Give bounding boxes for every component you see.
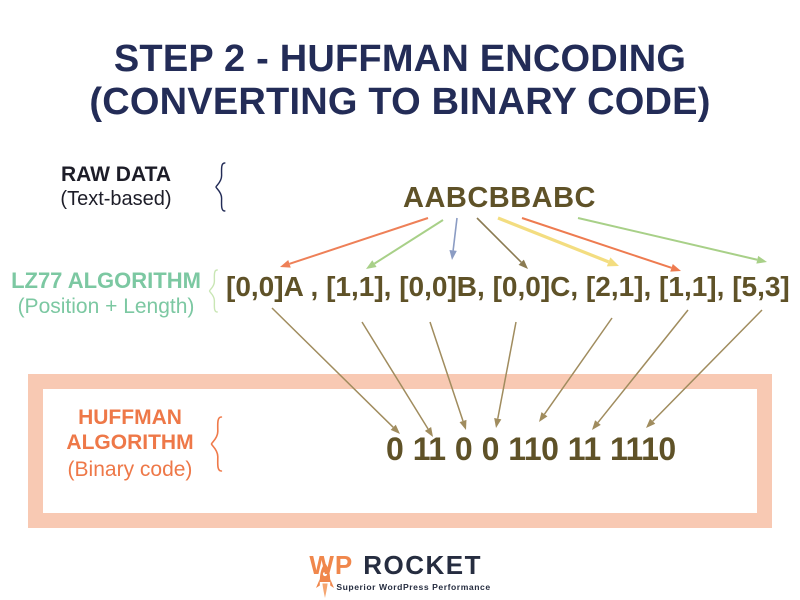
huffman-label-line2: ALGORITHM: [66, 430, 194, 454]
huffman-label: HUFFMAN ALGORITHM (Binary code): [50, 406, 210, 483]
rocket-icon: [316, 563, 335, 598]
page-title-line2: (CONVERTING TO BINARY CODE): [89, 80, 711, 123]
flow-arrowhead: [518, 259, 528, 269]
brand-rocket: ROCKET: [363, 550, 482, 580]
page-title-line1: STEP 2 - HUFFMAN ENCODING: [113, 38, 687, 80]
raw-data-label-sub: (Text-based): [60, 188, 172, 211]
lz77-value: [0,0]A , [1,1], [0,0]B, [0,0]C, [2,1], […: [226, 271, 790, 302]
raw-data-value: AABCBBABC: [403, 182, 596, 214]
raw-data-label-main: RAW DATA: [60, 163, 172, 186]
huffman-binary-value: 0 11 0 0 110 11 1110: [386, 431, 676, 467]
lz77-label-sub: (Position + Length): [17, 295, 195, 319]
raw-data-label: RAW DATA (Text-based): [40, 162, 192, 211]
flow-arrowhead: [449, 250, 457, 260]
lz77-label: LZ77 ALGORITHM (Position + Length): [0, 268, 212, 321]
flow-arrowhead: [606, 257, 619, 267]
flow-arrowhead: [366, 260, 377, 269]
huffman-label-sub: (Binary code): [67, 457, 193, 481]
huffman-label-line1: HUFFMAN: [78, 406, 182, 429]
flow-arrow-line: [577, 217, 758, 261]
flow-arrow-line: [289, 217, 429, 265]
footer: WP ROCKET Superior WordPress Performance: [0, 550, 800, 598]
curly-brace-icon: [215, 162, 226, 212]
flow-arrow-line: [373, 219, 444, 265]
flow-arrowhead: [280, 260, 291, 268]
flow-arrow-line: [497, 216, 610, 264]
brand-tagline: Superior WordPress Performance: [336, 582, 491, 592]
flow-arrow-line: [476, 217, 522, 263]
lz77-label-main: LZ77 ALGORITHM: [11, 268, 201, 293]
page-title: STEP 2 - HUFFMAN ENCODING (CONVERTING TO…: [0, 38, 800, 124]
flow-arrowhead: [756, 255, 767, 264]
brand-wp: WP: [309, 550, 354, 580]
flow-arrow-line: [521, 217, 672, 269]
flow-arrow-line: [452, 217, 458, 251]
wp-rocket-logo: WP ROCKET Superior WordPress Performance: [309, 550, 491, 598]
brand-row: WP ROCKET: [309, 550, 490, 581]
